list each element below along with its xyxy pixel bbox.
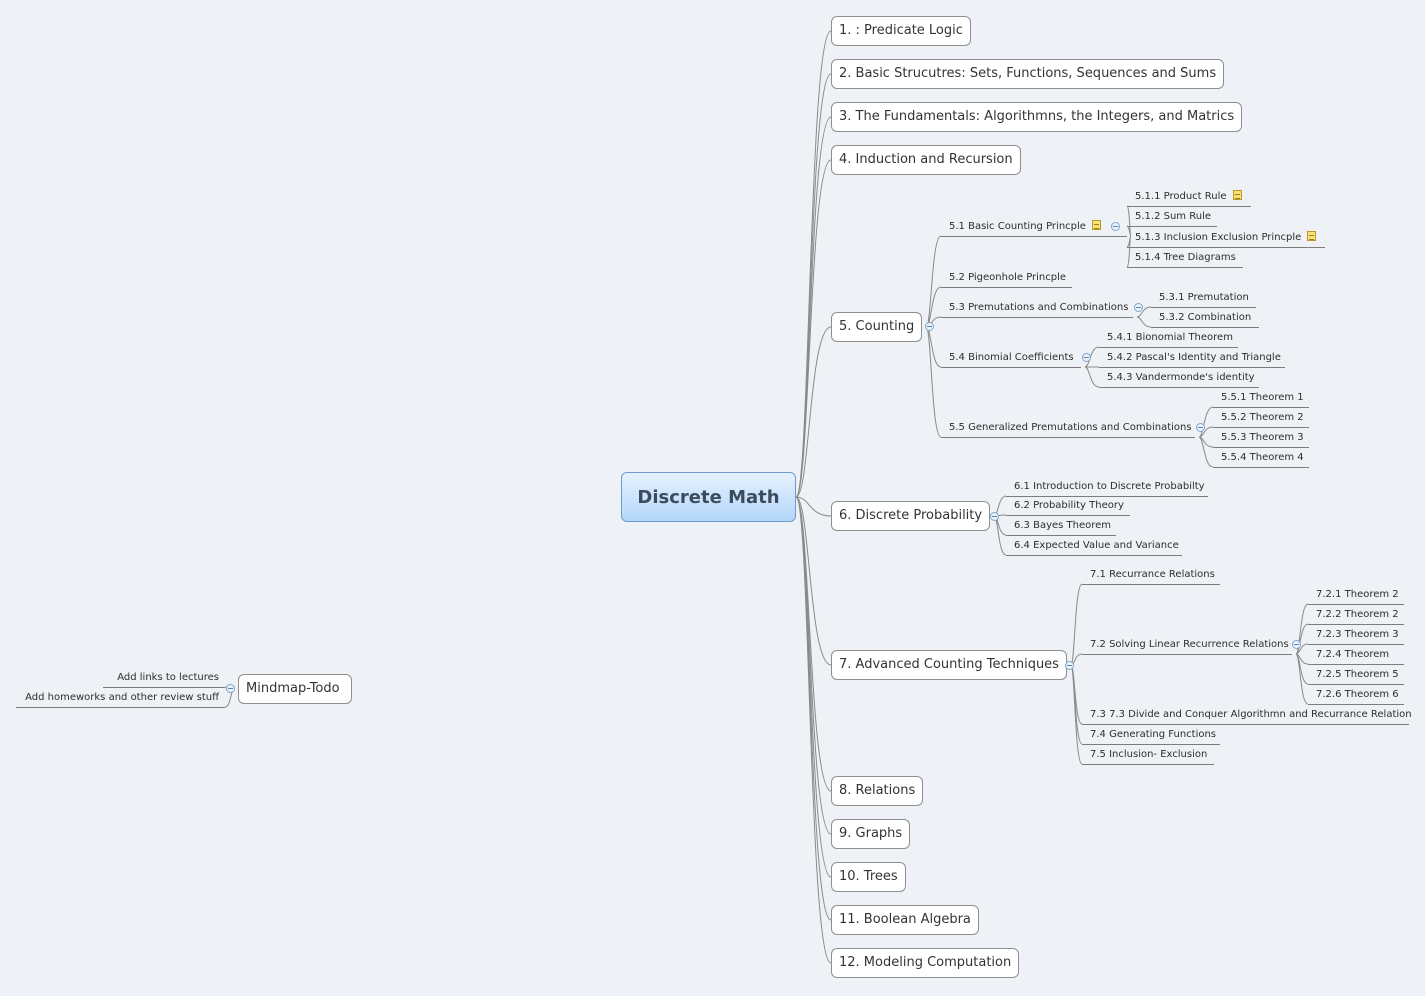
item-7-2-4[interactable]: 7.2.4 Theorem — [1308, 648, 1404, 665]
collapse-toggle-7-2[interactable] — [1292, 640, 1301, 649]
connector-line — [1136, 316, 1152, 328]
item-5-3-2[interactable]: 5.3.2 Combination — [1151, 311, 1259, 328]
subtopic-7-3[interactable]: 7.3 7.3 Divide and Conquer Algorithmn an… — [1082, 708, 1412, 725]
item-5-1-1[interactable]: 5.1.1 Product Rule — [1127, 190, 1251, 207]
item-5-1-3[interactable]: 5.1.3 Inclusion Exclusion Princple — [1127, 231, 1325, 248]
subtopic-5-3[interactable]: 5.3 Premutations and Combinations — [941, 301, 1133, 318]
subtopic-5-4[interactable]: 5.4 Binomial Coefficients — [941, 351, 1081, 368]
topic-discrete-probability[interactable]: 6. Discrete Probability — [831, 501, 991, 531]
item-5-5-4[interactable]: 5.5.4 Theorem 4 — [1213, 451, 1309, 468]
connector-line — [1136, 306, 1152, 318]
item-5-4-3[interactable]: 5.4.3 Vandermonde's identity — [1099, 371, 1259, 388]
topic-fundamentals[interactable]: 3. The Fundamentals: Algorithmns, the In… — [831, 102, 1243, 132]
connector-line — [993, 515, 1007, 556]
connector-line — [925, 326, 942, 438]
collapse-toggle-advanced-counting[interactable] — [1065, 661, 1074, 670]
subtopic-7-2[interactable]: 7.2 Solving Linear Recurrence Relations — [1082, 638, 1292, 655]
connector-line — [925, 235, 942, 328]
connector-line — [1198, 436, 1214, 448]
subtopic-7-1[interactable]: 7.1 Recurrance Relations — [1082, 568, 1220, 585]
item-7-2-6[interactable]: 7.2.6 Theorem 6 — [1308, 688, 1404, 705]
topic-relations[interactable]: 8. Relations — [831, 776, 924, 806]
todo-item-homeworks[interactable]: Add homeworks and other review stuff — [16, 691, 225, 708]
collapse-toggle-5-4[interactable] — [1082, 353, 1091, 362]
collapse-toggle-probability[interactable] — [990, 512, 999, 521]
todo-item-lectures[interactable]: Add links to lectures — [103, 671, 225, 688]
connector-line — [1295, 623, 1309, 655]
item-5-3-1[interactable]: 5.3.1 Premutation — [1151, 291, 1256, 308]
note-icon[interactable] — [1091, 220, 1101, 230]
connector-line — [795, 496, 832, 666]
item-7-2-1[interactable]: 7.2.1 Theorem 2 — [1308, 588, 1404, 605]
item-5-4-1[interactable]: 5.4.1 Bionomial Theorem — [1099, 331, 1238, 348]
item-5-4-2[interactable]: 5.4.2 Pascal's Identity and Triangle — [1099, 351, 1285, 368]
item-5-5-2[interactable]: 5.5.2 Theorem 2 — [1213, 411, 1309, 428]
connector-line — [795, 326, 832, 498]
central-topic[interactable]: Discrete Math — [621, 472, 796, 522]
note-icon[interactable] — [1232, 190, 1242, 200]
topic-advanced-counting[interactable]: 7. Advanced Counting Techniques — [831, 650, 1067, 680]
subtopic-6-4[interactable]: 6.4 Expected Value and Variance — [1006, 539, 1182, 556]
collapse-toggle-counting[interactable] — [925, 322, 934, 331]
subtopic-7-5[interactable]: 7.5 Inclusion- Exclusion — [1082, 748, 1214, 765]
connector-line — [795, 496, 832, 964]
topic-basic-structures[interactable]: 2. Basic Strucutres: Sets, Functions, Se… — [831, 59, 1225, 89]
connector-line — [1070, 583, 1083, 666]
connector-line — [795, 73, 832, 498]
connector-line — [795, 496, 832, 921]
central-topic-label: Discrete Math — [637, 486, 780, 508]
connector-line — [1126, 235, 1132, 268]
topic-induction-recursion[interactable]: 4. Induction and Recursion — [831, 145, 1021, 175]
item-5-5-1[interactable]: 5.5.1 Theorem 1 — [1213, 391, 1309, 408]
connector-line — [1295, 653, 1309, 705]
collapse-toggle-5-5[interactable] — [1196, 423, 1205, 432]
note-icon[interactable] — [1307, 231, 1317, 241]
connector-line — [1084, 366, 1100, 388]
connector-line — [1198, 426, 1214, 438]
item-5-1-4[interactable]: 5.1.4 Tree Diagrams — [1127, 251, 1243, 268]
item-7-2-3[interactable]: 7.2.3 Theorem 3 — [1308, 628, 1404, 645]
topic-trees[interactable]: 10. Trees — [831, 862, 906, 892]
collapse-toggle-5-3[interactable] — [1134, 303, 1143, 312]
subtopic-5-2[interactable]: 5.2 Pigeonhole Princple — [941, 271, 1072, 288]
connector-line — [795, 116, 832, 498]
topic-modeling-computation[interactable]: 12. Modeling Computation — [831, 948, 1020, 978]
subtopic-5-5[interactable]: 5.5 Generalized Premutations and Combina… — [941, 421, 1195, 438]
subtopic-6-3[interactable]: 6.3 Bayes Theorem — [1006, 519, 1116, 536]
topic-boolean-algebra[interactable]: 11. Boolean Algebra — [831, 905, 979, 935]
floating-topic-mindmap-todo[interactable]: Mindmap-Todo — [238, 674, 352, 704]
topic-predicate-logic[interactable]: 1. : Predicate Logic — [831, 16, 971, 46]
topic-graphs[interactable]: 9. Graphs — [831, 819, 911, 849]
connector-line — [1198, 436, 1214, 468]
subtopic-5-1[interactable]: 5.1 Basic Counting Princple — [941, 220, 1127, 237]
collapse-toggle-5-1[interactable] — [1111, 222, 1120, 231]
subtopic-6-1[interactable]: 6.1 Introduction to Discrete Probabilty — [1006, 480, 1208, 497]
collapse-toggle-todo[interactable] — [226, 684, 235, 693]
item-5-1-2[interactable]: 5.1.2 Sum Rule — [1127, 210, 1217, 227]
item-5-5-3[interactable]: 5.5.3 Theorem 3 — [1213, 431, 1309, 448]
item-7-2-2[interactable]: 7.2.2 Theorem 2 — [1308, 608, 1404, 625]
connector-line — [795, 159, 832, 498]
subtopic-6-2[interactable]: 6.2 Probability Theory — [1006, 499, 1130, 516]
topic-counting[interactable]: 5. Counting — [831, 312, 923, 342]
item-7-2-5[interactable]: 7.2.5 Theorem 5 — [1308, 668, 1404, 685]
connector-line — [795, 496, 832, 517]
connector-line — [1198, 406, 1214, 438]
subtopic-7-4[interactable]: 7.4 Generating Functions — [1082, 728, 1220, 745]
connector-line — [795, 30, 832, 498]
